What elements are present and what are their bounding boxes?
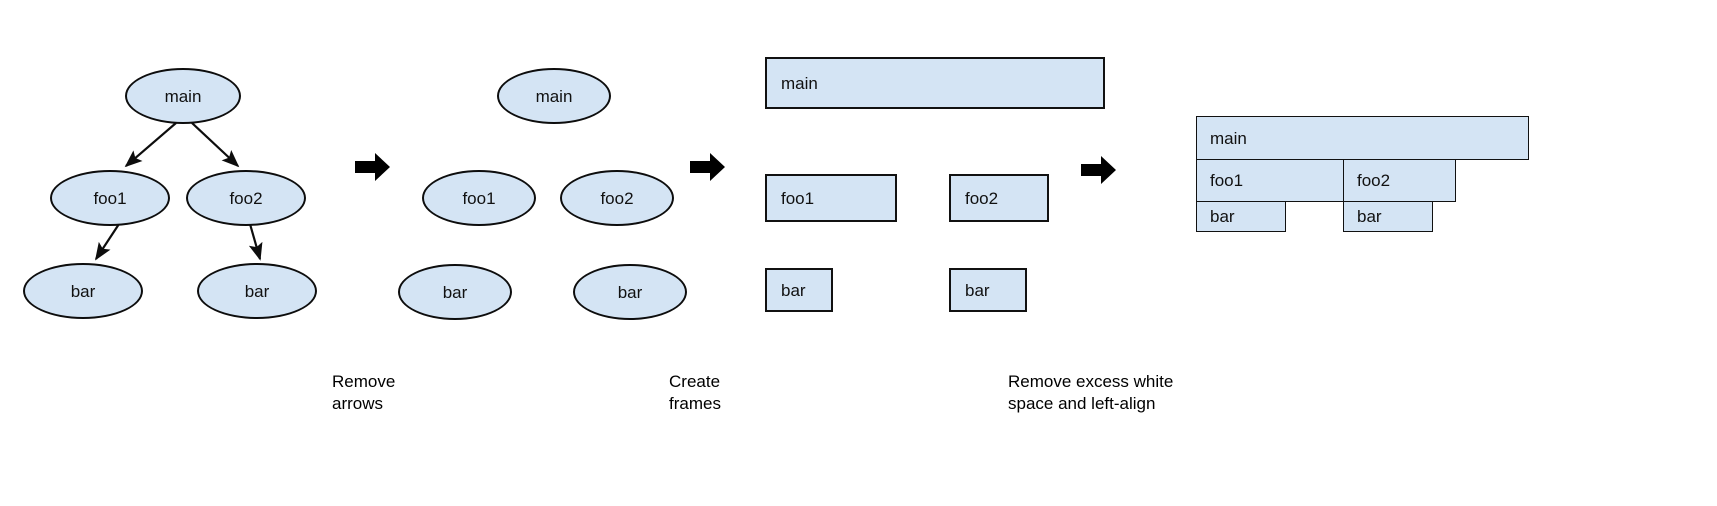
stage3-frame-bar1[interactable]: bar (765, 268, 833, 312)
stage1-node-bar2[interactable]: bar (197, 263, 317, 319)
node-label: bar (70, 281, 96, 301)
frame-label: foo1 (1210, 171, 1244, 190)
stage1-node-main[interactable]: main (125, 68, 241, 124)
stage4-frame-foo2[interactable]: foo2 (1343, 159, 1456, 202)
node-label: bar (617, 282, 643, 302)
frame-label: bar (1357, 207, 1382, 226)
caption-remove-excess-space: Remove excess white space and left-align (1008, 372, 1174, 413)
frame-label: foo2 (965, 188, 999, 208)
frame-label: bar (965, 280, 990, 300)
stage1-node-bar1[interactable]: bar (23, 263, 143, 319)
stage3-frame-main[interactable]: main (765, 57, 1105, 109)
stage4-frame-main[interactable]: main (1196, 116, 1529, 160)
stage1-node-foo1[interactable]: foo1 (50, 170, 170, 226)
node-label: foo2 (600, 188, 634, 208)
edge-main-to-foo2 (191, 122, 240, 168)
stage2-node-foo1[interactable]: foo1 (422, 170, 536, 226)
node-label: main (164, 86, 202, 106)
stage1-node-foo2[interactable]: foo2 (186, 170, 306, 226)
step-arrow-3-icon (1081, 156, 1116, 184)
frame-label: main (781, 73, 818, 93)
stage4-frame-bar2[interactable]: bar (1343, 201, 1433, 232)
stage2-node-main[interactable]: main (497, 68, 611, 124)
frame-label: bar (781, 280, 806, 300)
stage2-node-foo2[interactable]: foo2 (560, 170, 674, 226)
stage4-frame-foo1[interactable]: foo1 (1196, 159, 1344, 202)
step-arrow-1-icon (355, 153, 390, 181)
stage3-frame-bar2[interactable]: bar (949, 268, 1027, 312)
caption-remove-arrows: Remove arrows (332, 372, 396, 413)
stage2-node-bar2[interactable]: bar (573, 264, 687, 320)
frame-label: bar (1210, 207, 1235, 226)
node-label: bar (442, 282, 468, 302)
step-arrow-2-icon (690, 153, 725, 181)
frame-label: foo2 (1357, 171, 1391, 190)
frame-label: foo1 (781, 188, 815, 208)
node-label: foo1 (93, 188, 127, 208)
node-label: foo2 (229, 188, 263, 208)
stage4-frame-bar1[interactable]: bar (1196, 201, 1286, 232)
edge-foo1-to-bar1 (95, 223, 120, 261)
edge-foo2-to-bar2 (248, 223, 263, 261)
stage2-node-bar1[interactable]: bar (398, 264, 512, 320)
edge-main-to-foo1 (124, 122, 177, 168)
node-label: main (535, 86, 573, 106)
node-label: foo1 (462, 188, 496, 208)
node-label: bar (244, 281, 270, 301)
stage3-frame-foo1[interactable]: foo1 (765, 174, 897, 222)
stage3-frame-foo2[interactable]: foo2 (949, 174, 1049, 222)
caption-create-frames: Create frames (669, 372, 721, 413)
frame-label: main (1210, 128, 1247, 148)
